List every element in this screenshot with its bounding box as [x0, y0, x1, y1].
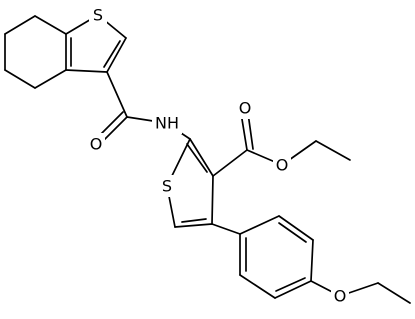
bond — [34, 69, 67, 89]
bond — [211, 223, 241, 235]
bond — [377, 282, 411, 304]
bond — [278, 222, 307, 243]
cyclohexene-ring — [4, 15, 67, 89]
bond — [239, 274, 276, 299]
bond — [278, 215, 314, 241]
sulfur-atom-label: S — [93, 6, 103, 25]
bond — [240, 112, 248, 151]
atom-labels: S O NH S O O O — [87, 4, 349, 307]
aryl-ether-oxygen-label: O — [334, 287, 347, 306]
amide-nitrogen-label: NH — [155, 114, 179, 133]
bond — [212, 149, 248, 177]
bond — [106, 71, 128, 118]
bond — [315, 140, 351, 161]
bond — [174, 223, 213, 228]
sulfur-atom-label: S — [162, 177, 172, 196]
bond — [211, 175, 214, 225]
amide-oxygen-label: O — [90, 135, 103, 154]
bond — [189, 138, 214, 177]
benzene-ring — [239, 215, 314, 299]
bond — [34, 15, 67, 35]
ethoxy-group — [310, 280, 411, 304]
bond — [181, 218, 207, 223]
ester-carbonyl-oxygen-label: O — [239, 99, 252, 118]
bond — [274, 280, 312, 299]
bond — [65, 69, 108, 73]
bond — [103, 40, 121, 68]
bond — [310, 239, 314, 282]
ester-ether-oxygen-label: O — [276, 156, 289, 175]
bond — [275, 277, 306, 292]
bond — [4, 69, 36, 89]
bond — [186, 143, 208, 173]
bond — [239, 215, 280, 235]
bond — [4, 15, 36, 35]
bond — [106, 37, 127, 73]
